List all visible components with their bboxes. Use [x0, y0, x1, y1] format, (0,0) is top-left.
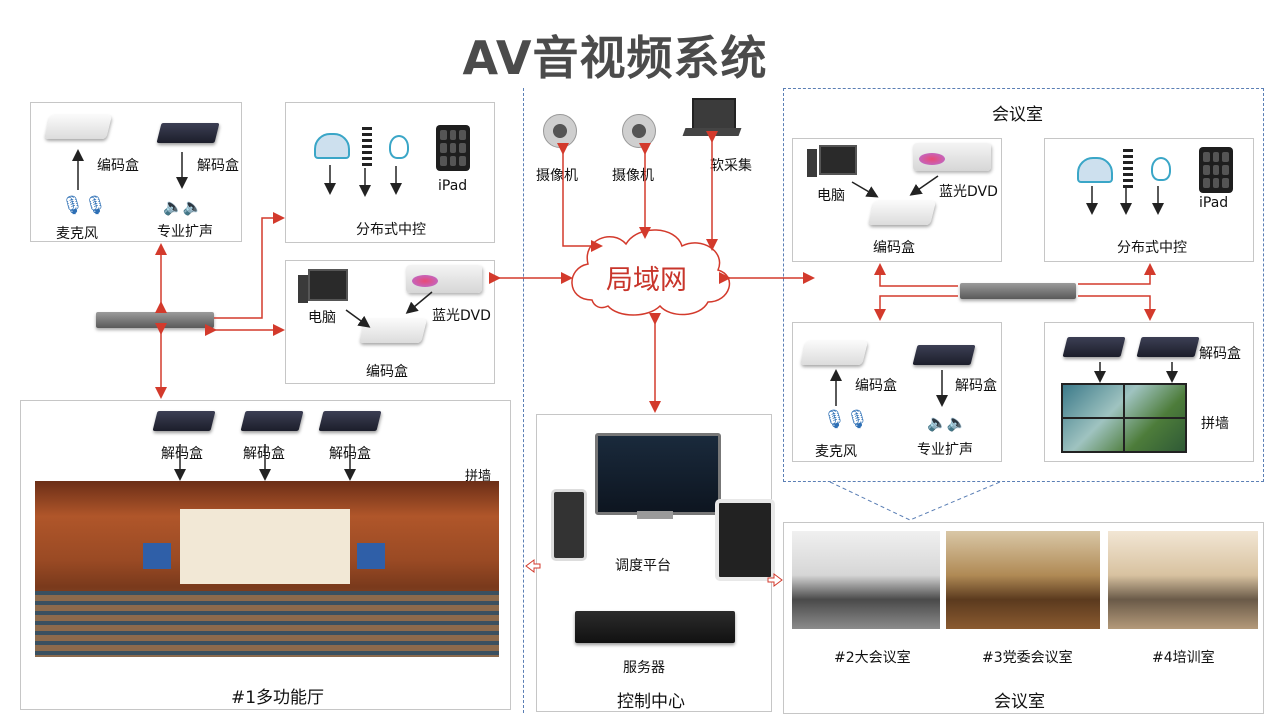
bluray-label: 蓝光DVD — [939, 184, 998, 200]
encoder-label: 编码盒 — [855, 378, 897, 394]
pc-tower-icon — [298, 275, 308, 303]
pc-label: 电脑 — [817, 188, 845, 204]
camera1-to-lan-link — [557, 143, 603, 252]
stage-screen — [180, 509, 350, 584]
lan-label: 局域网 — [606, 265, 687, 296]
mr-wall-panel: 解码盒 拼墙 — [1044, 322, 1254, 462]
ipad-device — [436, 125, 470, 171]
level-meter-icon — [1123, 149, 1133, 189]
decoder-label: 解码盒 — [1199, 346, 1241, 362]
mic-icon: 🎙🎙 — [61, 195, 107, 216]
mr-audio-panel: 编码盒 解码盒 🎙🎙 🔈🔈 麦克风 专业扩声 — [792, 322, 1002, 462]
speaker-label: 专业扩声 — [917, 442, 973, 458]
encoder-label: 编码盒 — [97, 158, 139, 174]
tablet-icon — [715, 499, 775, 581]
pc-tower-icon — [807, 149, 817, 177]
room-photo-2 — [792, 531, 940, 629]
mr-switch-bottom-right-link — [1078, 295, 1156, 321]
room-photo-4 — [1108, 531, 1258, 629]
decoder-label: 解码盒 — [197, 158, 239, 174]
bulb-icon — [1151, 157, 1171, 181]
encoder-label: 编码盒 — [873, 240, 915, 256]
pc-monitor-icon — [819, 145, 857, 175]
pc-encoder-panel: 电脑 蓝光DVD 编码盒 — [285, 260, 495, 384]
disc-icon — [412, 275, 438, 287]
laptop-icon — [692, 98, 736, 130]
encoder-label: 编码盒 — [366, 364, 408, 380]
speaker-label: 专业扩声 — [157, 224, 213, 240]
pc-monitor-icon — [308, 269, 348, 301]
bulb-icon — [389, 135, 409, 159]
disc-icon — [919, 153, 945, 165]
ipad-label: iPad — [438, 178, 468, 194]
decoder-label: 解码盒 — [955, 378, 997, 394]
seating-rows — [35, 591, 499, 657]
server-label: 服务器 — [623, 660, 665, 676]
mr-pc-panel: 电脑 蓝光DVD 编码盒 — [792, 138, 1002, 262]
mic-icon: 🎙🎙 — [823, 409, 869, 430]
side-screen-left — [143, 543, 171, 569]
room-photo-3 — [946, 531, 1100, 629]
dome-camera-icon — [314, 133, 350, 159]
level-meter-icon — [362, 127, 372, 167]
divider-left — [523, 88, 524, 713]
speaker-icon: 🔈🔈 — [927, 413, 967, 432]
control-center-caption: 控制中心 — [617, 692, 685, 712]
hall-caption: #1多功能厅 — [231, 688, 325, 708]
dist-control-panel: iPad 分布式中控 — [285, 102, 495, 243]
dispatch-platform-label: 调度平台 — [615, 558, 671, 574]
bluray-label: 蓝光DVD — [432, 308, 491, 324]
bluray-to-encoder-arrow — [405, 291, 433, 314]
phone-icon — [551, 489, 587, 561]
ipad-device — [1199, 147, 1233, 193]
ipad-label: iPad — [1199, 195, 1229, 211]
room4-label: #4培训室 — [1152, 650, 1215, 666]
mr-bluray-to-encoder-arrow — [909, 175, 939, 196]
soft-capture-label: 软采集 — [710, 158, 752, 174]
meeting-room-title: 会议室 — [992, 105, 1043, 125]
rooms-funnel — [829, 481, 1001, 521]
video-wall-photo — [1061, 383, 1187, 453]
room2-label: #2大会议室 — [834, 650, 911, 666]
left-top-panel: 编码盒 解码盒 🎙🎙 🔈🔈 麦克风 专业扩声 — [30, 102, 242, 242]
page-title: AV音视频系统 — [462, 31, 768, 85]
decoder-label: 解码盒 — [161, 446, 203, 462]
monitor-stand — [637, 511, 673, 519]
switch-to-dist-control-link — [214, 212, 285, 319]
mr-pc-to-encoder-arrow — [851, 181, 879, 198]
wall-grid-h — [1063, 417, 1185, 419]
mic-label: 麦克风 — [815, 444, 857, 460]
network-switch-left — [96, 312, 214, 328]
wall-label: 拼墙 — [465, 469, 492, 484]
network-switch-right — [960, 283, 1076, 299]
dome-camera-icon — [1077, 157, 1113, 183]
pc-label: 电脑 — [308, 310, 336, 326]
hollow-arrow-left — [525, 559, 541, 573]
room3-label: #3党委会议室 — [982, 650, 1073, 666]
meeting-room-dashed-frame — [783, 88, 1264, 482]
auditorium-photo — [35, 481, 499, 657]
dist-control-label: 分布式中控 — [356, 222, 426, 238]
wall-label: 拼墙 — [1201, 416, 1229, 432]
pc-to-encoder-arrow — [345, 309, 371, 328]
mr-switch-top-right-link — [1078, 263, 1156, 285]
rooms-caption: 会议室 — [994, 692, 1045, 712]
side-screen-right — [357, 543, 385, 569]
mic-label: 麦克风 — [56, 226, 98, 242]
mr-dist-control-panel: iPad 分布式中控 — [1044, 138, 1254, 262]
rooms-panel: #2大会议室 #3党委会议室 #4培训室 会议室 — [783, 522, 1264, 714]
server-icon — [575, 611, 735, 643]
mr-switch-top-left-link — [874, 263, 958, 287]
mr-switch-bottom-left-link — [874, 295, 958, 321]
hollow-arrow-right — [767, 573, 783, 587]
decoder-label: 解码盒 — [243, 446, 285, 462]
speaker-icon: 🔈🔈 — [163, 197, 203, 216]
ptz-camera-icon — [622, 114, 656, 148]
dist-control-label: 分布式中控 — [1117, 240, 1187, 256]
control-center-panel: 调度平台 服务器 控制中心 — [536, 414, 775, 712]
